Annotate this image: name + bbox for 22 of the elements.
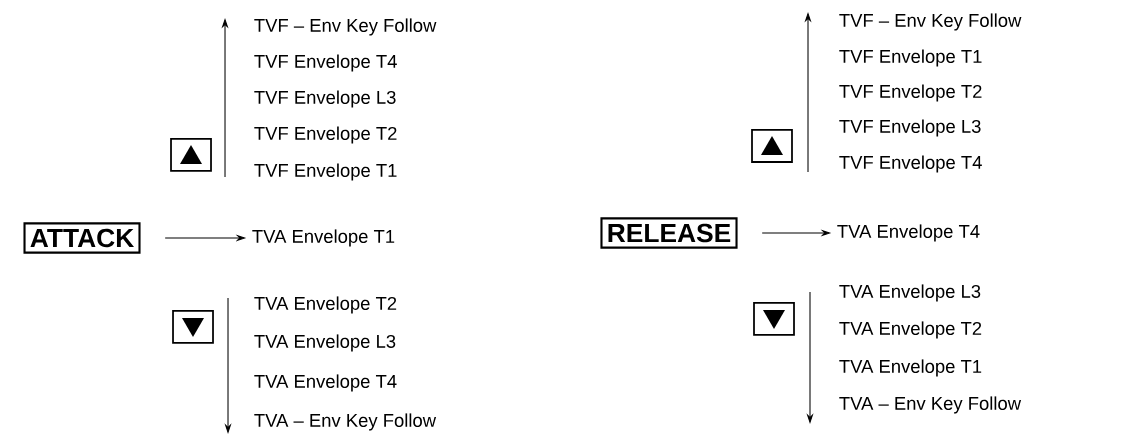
parameter-name: TVF Envelope T4 [254,54,397,72]
parameter-name: TVF Envelope L3 [254,90,396,108]
key-label: ATTACK [23,222,141,254]
parameter-name: TVA Envelope T1 [252,229,395,247]
parameter-name: TVA Envelope T4 [254,374,397,392]
parameter-name: TVA Envelope L3 [254,334,396,352]
parameter-name: TVA Envelope L3 [839,284,981,302]
parameter-name: TVF Envelope T2 [254,126,397,144]
parameter-name: TVA Envelope T2 [254,296,397,314]
parameter-name: TVF Envelope T4 [839,155,982,173]
parameter-name: TVA – Env Key Follow [254,413,437,431]
parameter-name: TVF Envelope T2 [839,84,982,102]
parameter-name: TVA Envelope T2 [839,321,982,339]
key-label: RELEASE [600,217,738,249]
parameter-name: TVA Envelope T1 [839,359,982,377]
parameter-name: TVF – Env Key Follow [839,13,1022,31]
parameter-name: TVF Envelope T1 [254,163,397,181]
parameter-name: TVF Envelope T1 [839,49,982,67]
parameter-name: TVA – Env Key Follow [839,396,1022,414]
parameter-name: TVA Envelope T4 [837,224,980,242]
parameter-name: TVF Envelope L3 [839,119,981,137]
parameter-name: TVF – Env Key Follow [254,18,437,36]
